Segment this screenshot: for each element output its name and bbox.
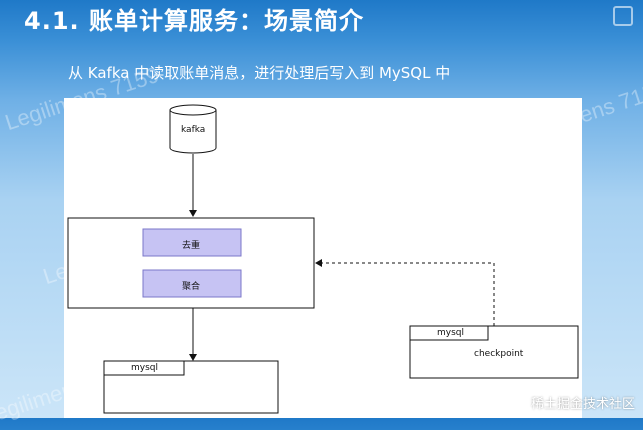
diagram-canvas: kafka 去重 聚合 mysql mysql checkpoint <box>64 98 582 418</box>
kafka-cylinder-icon <box>169 104 217 154</box>
checkpoint-label: checkpoint <box>474 349 524 359</box>
aggregate-box <box>142 269 242 298</box>
juejin-brand: 稀土掘金技术社区 <box>516 393 635 412</box>
slide-title: 4.1. 账单计算服务：场景简介 <box>24 7 364 35</box>
dashed-arrow-checkpoint <box>322 262 495 326</box>
checkpoint-tab <box>409 325 489 341</box>
mysql-sink-tab <box>103 360 185 376</box>
juejin-brand-text: 稀土掘金技术社区 <box>530 397 635 412</box>
dedupe-label: 去重 <box>182 241 201 251</box>
juejin-logo-icon <box>516 399 527 410</box>
checkpoint-tab-label: mysql <box>437 328 464 338</box>
arrowhead-icon <box>189 354 197 361</box>
aggregate-label: 聚合 <box>182 282 201 292</box>
kafka-label: kafka <box>181 125 206 135</box>
slide-subtitle: 从 Kafka 中读取账单消息，进行处理后写入到 MySQL 中 <box>68 64 451 82</box>
dedupe-box <box>142 228 242 257</box>
corner-logo-icon <box>613 6 633 26</box>
arrowhead-icon <box>189 210 197 217</box>
mysql-sink-label: mysql <box>131 363 158 373</box>
flow-diagram <box>67 104 579 414</box>
arrowhead-icon <box>315 259 322 267</box>
